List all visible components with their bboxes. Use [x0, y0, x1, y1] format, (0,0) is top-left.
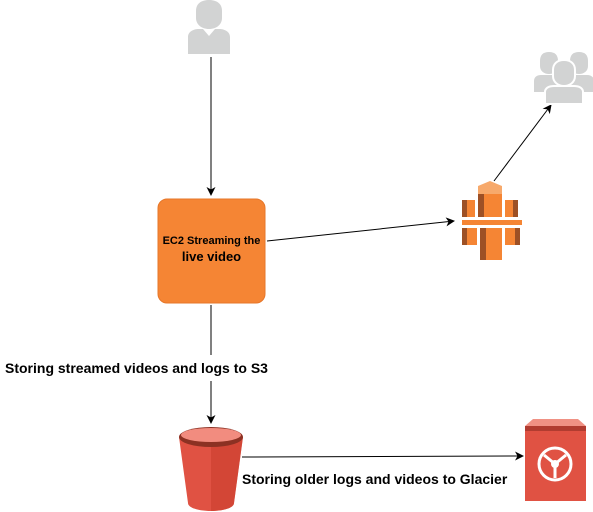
- user-icon: [188, 0, 230, 54]
- edge-s3-to-glacier: [241, 451, 524, 461]
- ec2-node-label: EC2 Streaming the live video: [158, 233, 265, 265]
- edge-ec2-to-cloudfront: [266, 217, 455, 242]
- glacier-vault-icon: [525, 419, 586, 501]
- ec2-label-line-1: EC2 Streaming the: [162, 235, 261, 247]
- s3-bucket-icon: [179, 427, 243, 511]
- edge-label-s3-to-glacier: Storing older logs and videos to Glacier: [240, 469, 510, 489]
- users-group-icon: [534, 52, 593, 105]
- ec2-label-line-2: live video: [181, 249, 242, 264]
- cloudfront-icon: [462, 181, 522, 260]
- edge-label-ec2-to-s3: Storing streamed videos and logs to S3: [2, 355, 271, 381]
- edge-cloudfront-to-viewers: [493, 104, 552, 182]
- ec2-instance-node[interactable]: [157, 198, 266, 304]
